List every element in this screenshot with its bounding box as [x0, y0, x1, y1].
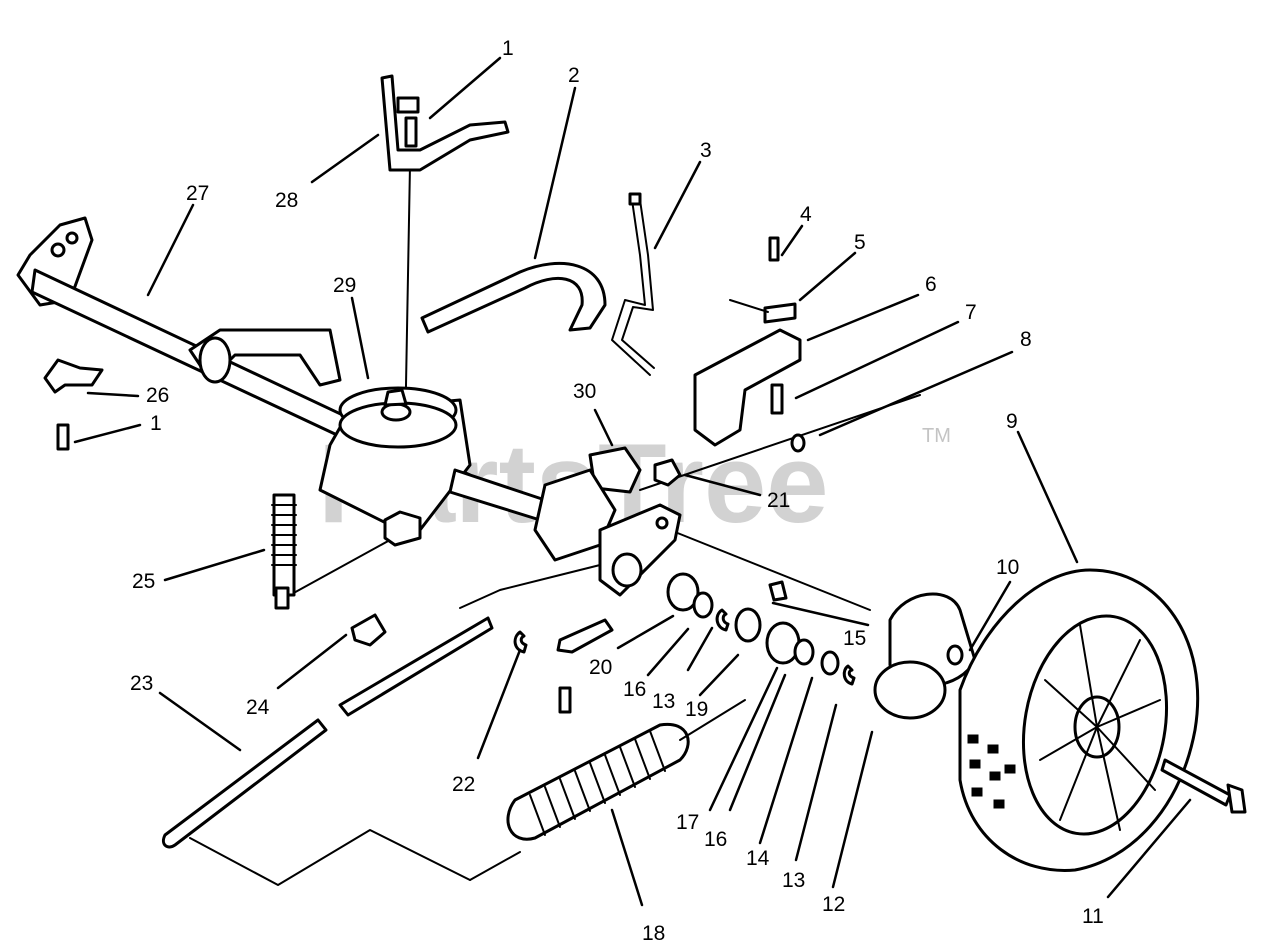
callout-1-lever-bolt: 1	[502, 37, 514, 60]
callout-11: 11	[1082, 905, 1104, 928]
callout-3: 3	[700, 139, 712, 162]
callout-20: 20	[589, 656, 612, 679]
callout-18: 18	[642, 922, 665, 945]
callout-1-left-bolt: 1	[150, 412, 162, 435]
callout-28: 28	[275, 189, 298, 212]
hub-cover	[873, 592, 977, 720]
leader-lines	[73, 56, 1192, 907]
lower-bracket	[556, 618, 614, 714]
callout-17: 17	[676, 811, 699, 834]
axle-bolt	[1160, 758, 1247, 814]
control-cable	[611, 192, 655, 376]
callout-9: 9	[1006, 410, 1018, 433]
transmission	[318, 386, 547, 547]
callout-labels: 1 2 3 4 5 6 7 8 9 10 11 12 13 13 14 15 1…	[130, 37, 1104, 945]
callout-29: 29	[333, 274, 356, 297]
shift-shaft	[338, 613, 528, 717]
callout-15: 15	[843, 627, 866, 650]
callout-6: 6	[925, 273, 937, 296]
drive-belt	[420, 261, 607, 334]
spring	[506, 699, 746, 841]
callout-22: 22	[452, 773, 475, 796]
callout-27: 27	[186, 182, 209, 205]
callout-14: 14	[746, 847, 770, 870]
callout-25: 25	[132, 570, 155, 593]
callout-26: 26	[146, 384, 169, 407]
control-rod	[161, 718, 328, 849]
callout-13-upper: 13	[652, 690, 675, 713]
callout-30: 30	[573, 380, 596, 403]
callout-4: 4	[800, 203, 812, 226]
gear-housing	[533, 446, 682, 597]
callout-16-upper: 16	[623, 678, 646, 701]
cable-bracket	[693, 236, 806, 453]
callout-10: 10	[996, 556, 1019, 579]
tension-spring	[271, 493, 297, 610]
callout-16-lower: 16	[704, 828, 727, 851]
left-bracket	[43, 358, 104, 451]
callout-8: 8	[1020, 328, 1032, 351]
rear-wheel	[958, 568, 1200, 872]
callout-2: 2	[568, 64, 580, 87]
callout-23: 23	[130, 672, 153, 695]
callout-5: 5	[854, 231, 866, 254]
gear-stack	[666, 572, 856, 686]
shift-lever	[380, 74, 510, 172]
callout-12: 12	[822, 893, 845, 916]
callout-7: 7	[965, 301, 977, 324]
callout-13-lower: 13	[782, 869, 805, 892]
watermark-trademark: TM	[922, 425, 951, 447]
callout-19: 19	[685, 698, 708, 721]
callout-24: 24	[246, 696, 270, 719]
callout-21: 21	[767, 489, 790, 512]
